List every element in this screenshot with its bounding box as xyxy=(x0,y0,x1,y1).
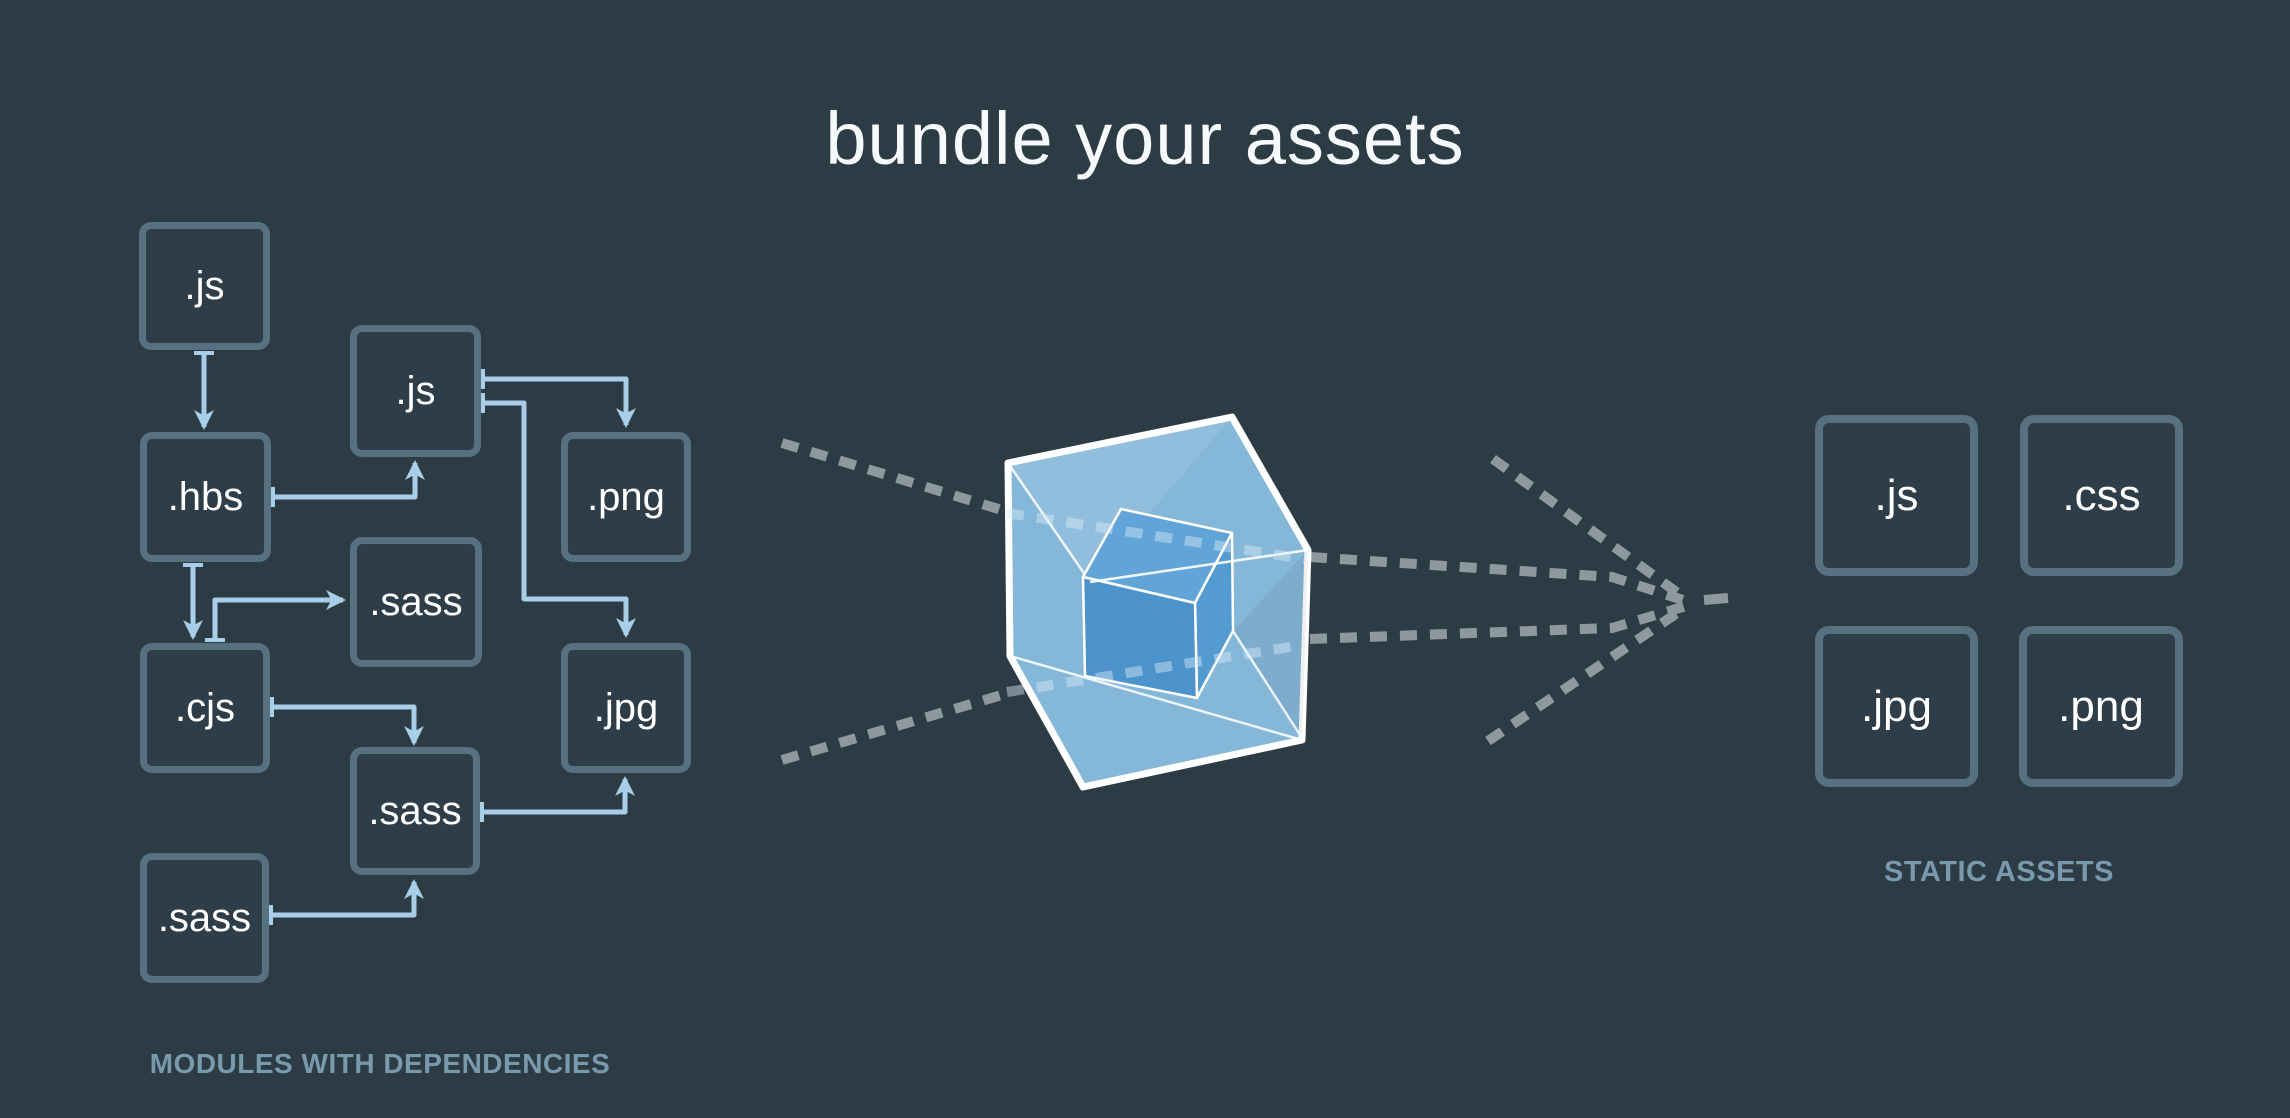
asset-box-label: .css xyxy=(2062,470,2141,520)
module-node-js-2: .js xyxy=(350,325,481,457)
module-node-cjs: .cjs xyxy=(140,643,270,773)
cube-crossing-edge xyxy=(1089,548,1309,584)
edge-sassbot-sassmid xyxy=(269,879,424,925)
edge-hbs-js2 xyxy=(271,460,425,507)
webpack-cube-icon xyxy=(1004,413,1312,791)
asset-box-js: .js xyxy=(1815,415,1978,576)
asset-box-label: .png xyxy=(2058,681,2144,731)
cube-inner-cube xyxy=(1081,507,1235,700)
module-node-label: .sass xyxy=(368,788,462,833)
module-node-png: .png xyxy=(561,432,691,562)
static-assets-section-label: STATIC ASSETS xyxy=(1884,856,2114,888)
module-node-label: .js xyxy=(184,263,225,308)
flow-arrow-lower-arm xyxy=(1485,602,1689,746)
asset-box-css: .css xyxy=(2020,415,2183,576)
flow-out-lower xyxy=(1309,601,1688,644)
bundle-flow-lines xyxy=(780,438,1689,765)
flow-arrow-tip-dash xyxy=(1703,593,1729,605)
module-node-sass-top: .sass xyxy=(350,537,482,667)
module-node-label: .cjs xyxy=(175,685,235,730)
inner-cube-front-face xyxy=(1081,575,1199,700)
module-node-sass-bottom: .sass xyxy=(140,853,269,983)
module-node-label: .sass xyxy=(369,579,463,624)
cube-inner-dashes xyxy=(1006,508,1306,697)
asset-box-png: .png xyxy=(2019,626,2183,787)
cube-interior-edges xyxy=(1006,462,1304,742)
module-node-js-1: .js xyxy=(139,222,270,350)
module-node-label: .hbs xyxy=(167,474,244,519)
module-node-label: .sass xyxy=(157,895,252,940)
asset-box-jpg: .jpg xyxy=(1815,626,1978,787)
cube-top-highlight xyxy=(1008,417,1232,582)
asset-box-label: .js xyxy=(1874,470,1919,520)
dependency-connectors xyxy=(183,351,636,925)
asset-box-label: .jpg xyxy=(1861,681,1932,731)
module-node-jpg: .jpg xyxy=(561,643,691,773)
edge-cjs-sassmid xyxy=(270,697,424,746)
flow-in-lower xyxy=(780,689,1007,765)
flow-arrow-upper-arm xyxy=(1490,454,1689,604)
edge-sassmid-jpg xyxy=(480,776,635,822)
module-node-label: .js xyxy=(395,368,436,413)
cube-right-shade xyxy=(1233,550,1308,740)
flow-in-upper xyxy=(780,438,1007,516)
module-node-label: .png xyxy=(587,474,665,519)
edge-js2-jpg xyxy=(481,393,636,638)
modules-section-label: MODULES WITH DEPENDENCIES xyxy=(149,1048,611,1079)
flow-out-upper xyxy=(1309,552,1688,606)
module-node-label: .jpg xyxy=(593,685,659,730)
module-node-sass-mid: .sass xyxy=(350,747,480,875)
module-node-hbs: .hbs xyxy=(140,432,271,562)
page-title: bundle your assets xyxy=(825,97,1465,180)
edge-cjs-sasstop xyxy=(205,590,346,642)
